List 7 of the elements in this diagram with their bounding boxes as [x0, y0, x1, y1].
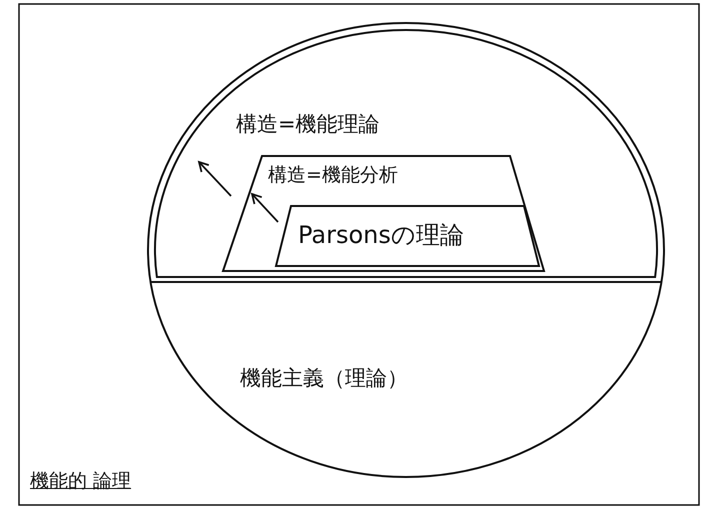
- box-label: Parsonsの理論: [298, 221, 464, 250]
- region-label: 構造=機能理論: [236, 112, 380, 138]
- region-label: 機能主義（理論）: [240, 366, 408, 392]
- frame-title: 機能的 論理: [30, 470, 132, 493]
- arrow: [198, 161, 232, 197]
- arrow: [251, 193, 279, 223]
- box-label: 構造=機能分析: [268, 164, 398, 187]
